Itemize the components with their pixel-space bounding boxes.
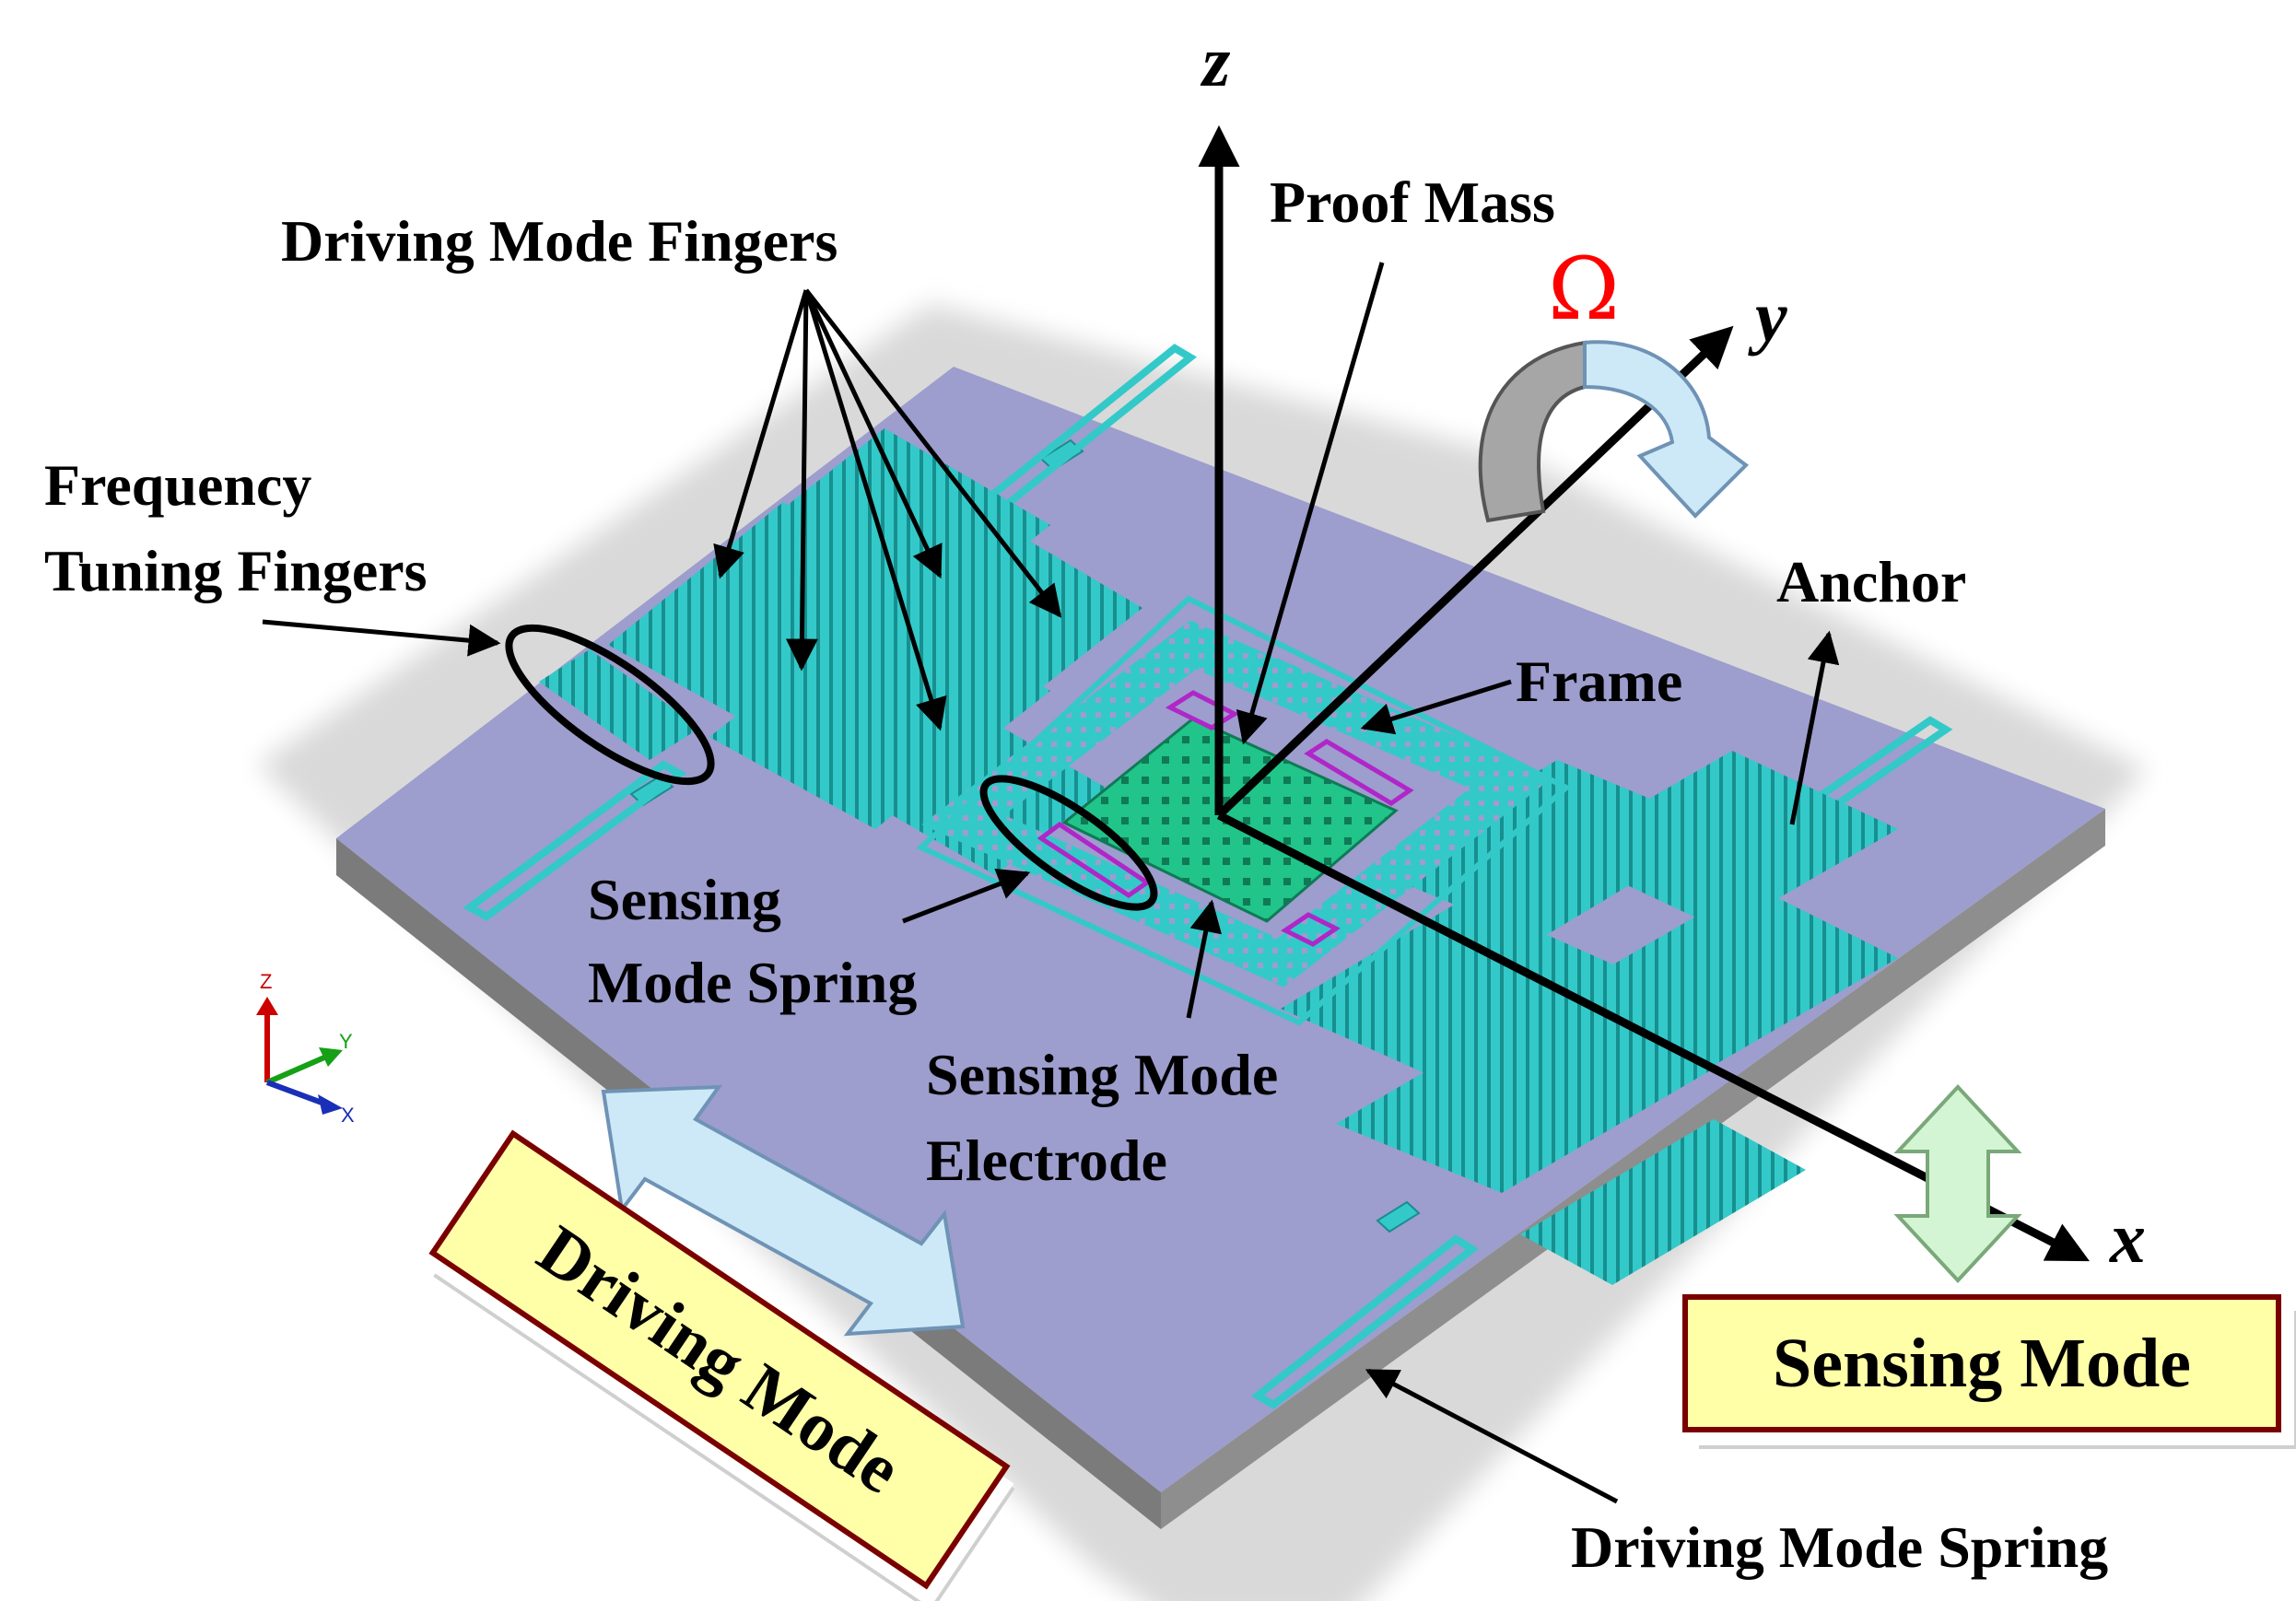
driving-fingers-bank-3 <box>709 599 1050 829</box>
triad-z-head <box>256 997 278 1015</box>
leader-driving-fingers-4 <box>803 288 943 579</box>
triad-label-x: X <box>341 1104 355 1127</box>
driving-fingers-bank-4 <box>884 520 1142 695</box>
triad-label-z: Z <box>260 970 273 993</box>
driving-mode-arrow <box>601 1084 966 1337</box>
omega-symbol: Ω <box>1548 240 1620 340</box>
label-frame: Frame <box>1516 649 1683 714</box>
axis-label-y: y <box>1755 276 1787 356</box>
triad-label-y: Y <box>339 1030 353 1053</box>
sensing-electrode-top <box>1165 690 1240 730</box>
driving-fingers-bank-6 <box>1373 760 1723 940</box>
triad-x-line <box>265 1080 326 1106</box>
leader-frequency-tuning <box>262 619 501 657</box>
leader-proof-mass <box>1236 262 1385 745</box>
label-sensing-spring-line1: Sensing <box>588 867 781 932</box>
label-sensing-electrode-line1: Sensing Mode <box>926 1042 1279 1107</box>
leader-driving-spring <box>1365 1368 1619 1504</box>
leader-driving-fingers-3 <box>803 289 947 731</box>
sensing-mode-box: Sensing Mode <box>1682 1294 2281 1432</box>
frame <box>921 620 1552 987</box>
rotation-arrow <box>1478 340 1750 523</box>
driving-spring-left <box>463 760 687 921</box>
frequency-tuning-fingers <box>539 649 700 760</box>
label-proof-mass: Proof Mass <box>1270 169 1555 235</box>
rotation-arrow-front <box>1583 340 1750 519</box>
leader-driving-fingers-2 <box>785 289 818 672</box>
driving-fingers-bank-11 <box>1520 1119 1806 1285</box>
leader-frame <box>1360 679 1512 735</box>
leader-anchor <box>1789 630 1840 825</box>
label-sensing-spring-line2: Mode Spring <box>588 950 918 1015</box>
leader-sensing-electrode <box>1186 899 1222 1019</box>
axis-label-x: x <box>2110 1198 2146 1278</box>
label-driving-mode-spring: Driving Mode Spring <box>1571 1514 2109 1580</box>
driving-spring-bottom <box>1250 1234 1480 1409</box>
label-frequency-tuning-line2: Tuning Fingers <box>44 538 428 603</box>
sensing-electrode-left <box>1037 821 1152 899</box>
driving-fingers-bank-7 <box>1557 751 1898 930</box>
axis-label-z: z <box>1202 21 1231 101</box>
y-axis-line <box>1215 325 1734 819</box>
leader-driving-fingers-1 <box>713 289 809 579</box>
leader-sensing-spring <box>902 868 1031 924</box>
sensing-mode-arrow <box>1893 1084 2022 1283</box>
frame-outer-band <box>916 595 1572 1026</box>
triad-x-head <box>318 1094 343 1115</box>
triad-y-line <box>265 1055 326 1085</box>
label-driving-mode-fingers: Driving Mode Fingers <box>281 208 838 274</box>
frequency-tuning-ellipse <box>505 624 715 786</box>
leader-driving-fingers-5 <box>804 288 1062 618</box>
sensing-mode-label: Sensing Mode <box>1773 1324 2191 1402</box>
sensing-electrode-right <box>1304 739 1414 806</box>
anchor-bottom <box>1376 1200 1421 1233</box>
sensing-spring-ellipse <box>979 775 1158 911</box>
triad <box>256 997 343 1115</box>
sensing-electrode-bottom <box>1281 912 1341 947</box>
driving-fingers-bank-8 <box>1281 898 1640 1087</box>
triad-y-head <box>319 1047 343 1067</box>
label-sensing-electrode-line2: Electrode <box>926 1128 1167 1193</box>
label-frequency-tuning-line1: Frequency <box>44 452 312 518</box>
driving-fingers-bank-10 <box>1529 884 1898 1087</box>
leader-lines <box>262 262 1840 1504</box>
label-anchor: Anchor <box>1776 549 1967 614</box>
